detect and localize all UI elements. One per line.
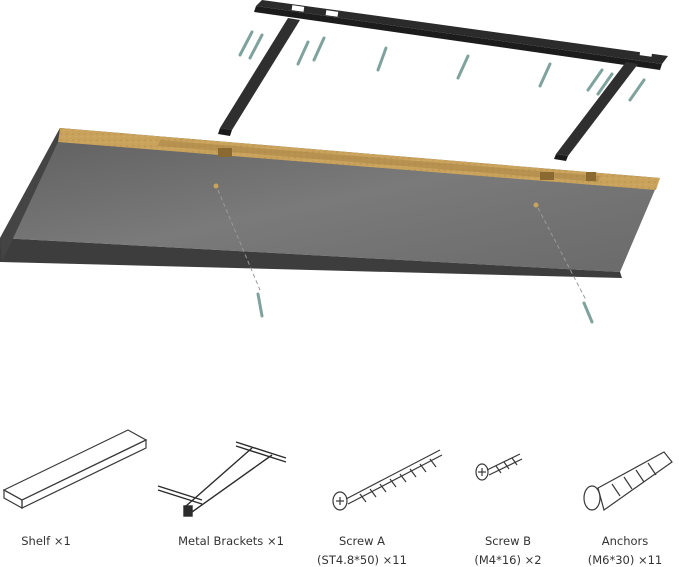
part-metal-brackets: Metal Brackets ×1 bbox=[166, 0, 296, 567]
part-qty: ×1 bbox=[266, 534, 284, 548]
screw-b-guides bbox=[217, 189, 594, 324]
part-spec: (M6*30) bbox=[587, 553, 635, 567]
shelf-board bbox=[0, 128, 660, 278]
part-qty: ×2 bbox=[524, 553, 542, 567]
part-spec-screw-a: (ST4.8*50) ×11 bbox=[306, 553, 418, 567]
screw-b-icon bbox=[475, 453, 523, 481]
part-screw-a: Screw A (ST4.8*50) ×11 bbox=[306, 0, 418, 567]
part-label-brackets: Metal Brackets ×1 bbox=[166, 534, 296, 548]
part-label-shelf: Shelf ×1 bbox=[0, 534, 92, 548]
shelf-icon bbox=[2, 429, 148, 510]
part-name: Metal Brackets bbox=[178, 534, 264, 548]
part-anchors: Anchors (M6*30) ×11 bbox=[572, 0, 678, 567]
screw-a-icon bbox=[332, 449, 443, 511]
bracket-screws bbox=[238, 30, 646, 102]
anchor-icon bbox=[583, 451, 673, 511]
part-qty: ×1 bbox=[53, 534, 71, 548]
part-qty: ×11 bbox=[382, 553, 407, 567]
part-qty: ×11 bbox=[637, 553, 663, 567]
bracket-icon bbox=[157, 441, 287, 517]
part-screw-b: Screw B (M4*16) ×2 bbox=[458, 0, 558, 567]
wall-bracket bbox=[218, 0, 668, 161]
part-spec-anchors: (M6*30) ×11 bbox=[572, 553, 678, 567]
part-spec: (M4*16) bbox=[474, 553, 521, 567]
part-name-screw-b: Screw B bbox=[484, 534, 532, 548]
part-name-anchors: Anchors bbox=[601, 534, 649, 548]
part-shelf: Shelf ×1 bbox=[0, 0, 92, 567]
part-name-screw-a: Screw A bbox=[338, 534, 386, 548]
part-spec-screw-b: (M4*16) ×2 bbox=[458, 553, 558, 567]
part-spec: (ST4.8*50) bbox=[317, 553, 380, 567]
part-name: Shelf bbox=[21, 534, 51, 548]
